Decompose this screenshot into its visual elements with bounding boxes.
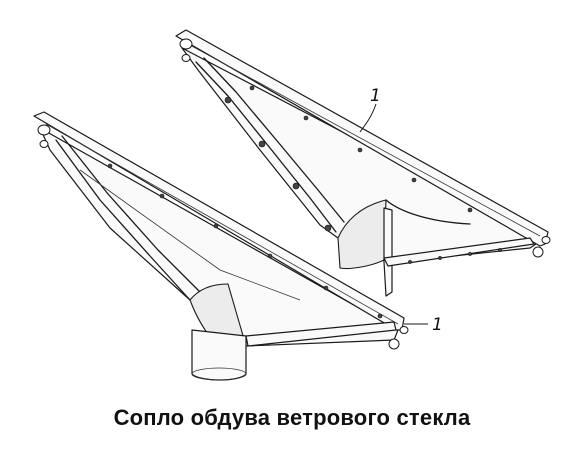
callout-lower: 1 [404, 315, 443, 335]
lower-eye-right [388, 338, 400, 350]
upper-slot-rail [383, 237, 535, 267]
upper-rib [195, 61, 337, 233]
upper-eye-left [179, 38, 193, 50]
upper-nozzle [175, 29, 551, 297]
lower-nozzle [33, 111, 409, 381]
lower-eye-left [37, 124, 51, 136]
callout-upper: 1 [359, 86, 381, 133]
lower-rail [245, 321, 397, 347]
lower-strut [55, 139, 191, 301]
upper-outlet-tube [383, 207, 393, 297]
callout-lower-label: 1 [432, 315, 443, 335]
lower-flange [33, 111, 405, 331]
lower-outlet-cylinder [191, 329, 247, 381]
callout-upper-label: 1 [370, 86, 381, 106]
figure-caption: Сопло обдува ветрового стекла [113, 405, 471, 430]
upper-eye-right [532, 246, 544, 258]
